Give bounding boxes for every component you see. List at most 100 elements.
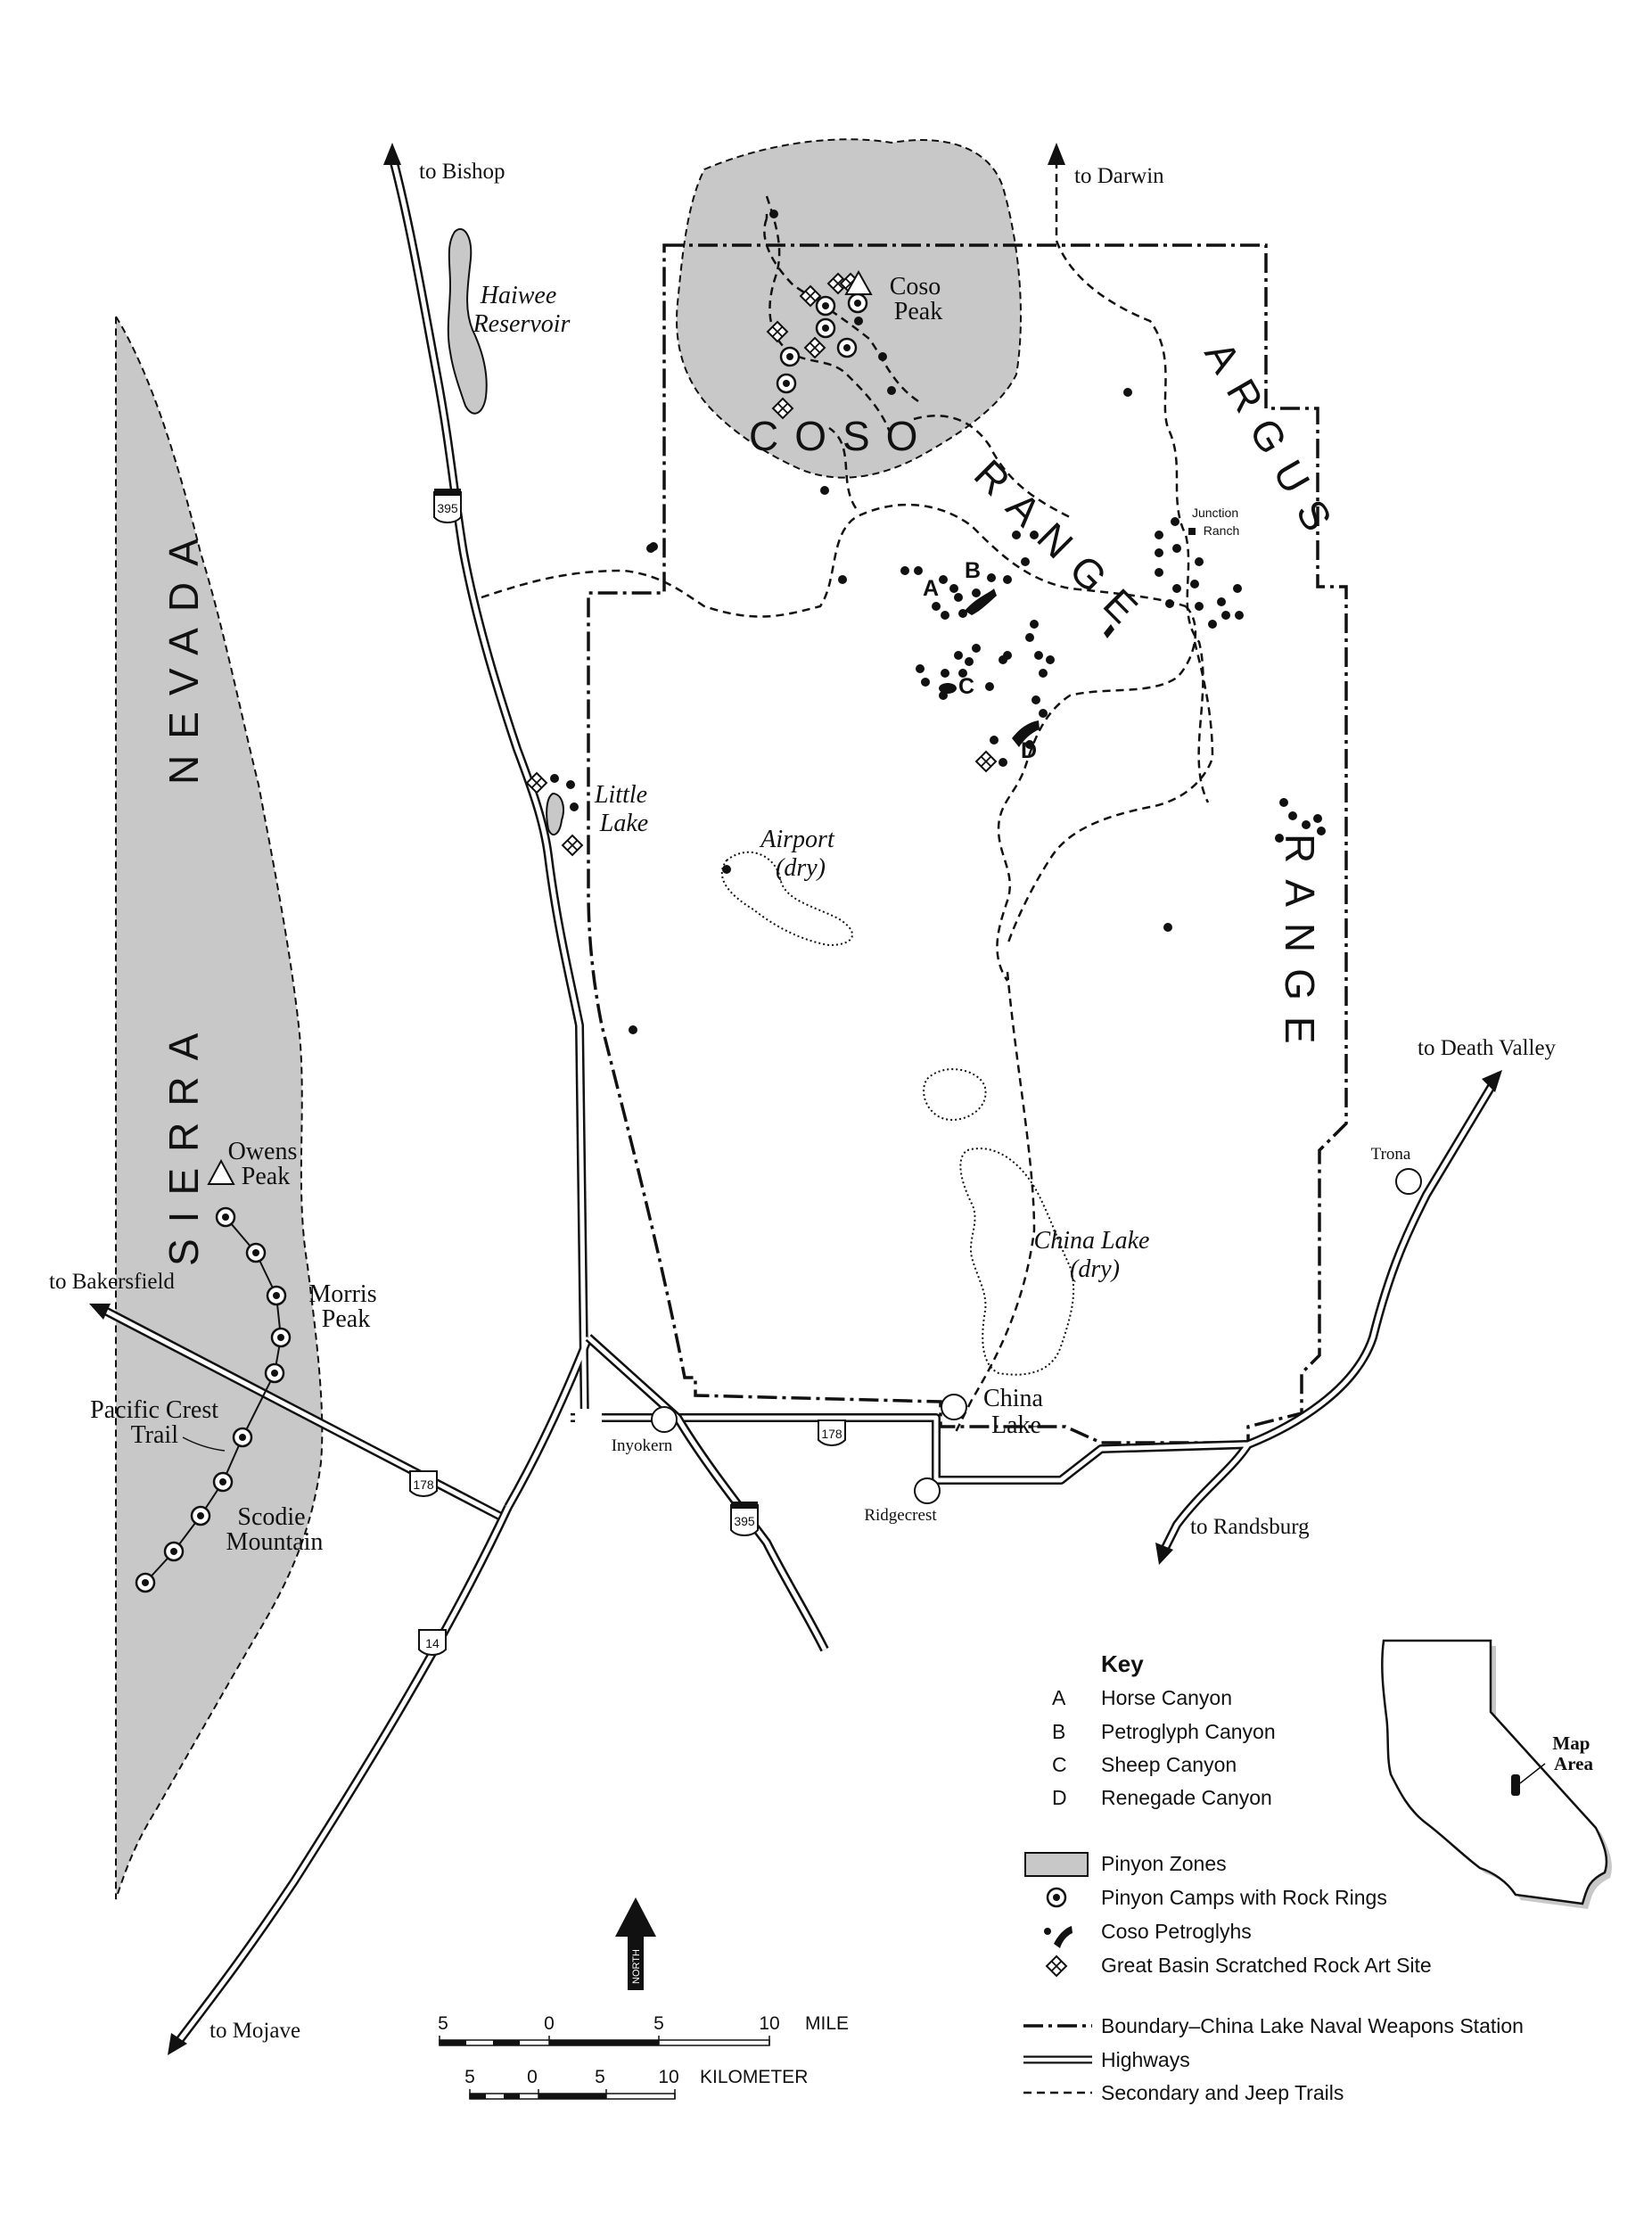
california-inset: Map Area	[1381, 1639, 1612, 1909]
region-coso: COSO	[749, 413, 933, 459]
dest-to-mojave: to Mojave	[210, 2019, 300, 2043]
scale-bar-miles: 5 0 5 10 MILE	[438, 2013, 849, 2046]
label-morris-peak: Morris Peak	[308, 1280, 382, 1333]
svg-text:5: 5	[464, 2067, 475, 2087]
junction-ranch-icon	[1188, 528, 1196, 535]
arrow-to-death-valley	[1482, 1070, 1502, 1092]
key-letter-b: B	[1052, 1720, 1065, 1743]
haiwee-reservoir	[447, 227, 488, 415]
label-little-lake: Little Lake	[594, 781, 653, 837]
region-argus-range: RANGE	[1277, 834, 1323, 1060]
china-lake-town-icon	[941, 1394, 967, 1420]
pacific-crest-trail	[144, 1216, 283, 1584]
shield-sr178-east: 178	[818, 1419, 846, 1446]
svg-text:395: 395	[734, 1514, 755, 1528]
shield-sr178-west: 178	[409, 1470, 438, 1497]
dest-to-bishop: to Bishop	[419, 160, 505, 184]
svg-text:5: 5	[653, 2013, 664, 2034]
label-pacific-crest-trail: Pacific Crest Trail	[90, 1396, 225, 1449]
svg-text:0: 0	[527, 2067, 538, 2087]
scale-unit-mile: MILE	[805, 2013, 849, 2034]
inset-label: Map Area	[1552, 1732, 1594, 1774]
pinyon-zone-swatch	[1024, 1852, 1089, 1877]
site-letter-b: B	[965, 558, 981, 583]
petroglyph-icon	[1044, 1926, 1073, 1948]
airport-dry-lake	[720, 851, 853, 947]
arrow-to-mojave	[168, 2033, 187, 2055]
darwin-trail	[1055, 160, 1210, 803]
svg-text:NORTH: NORTH	[631, 1949, 642, 1984]
key-letter-c: C	[1052, 1753, 1067, 1776]
site-letter-d: D	[1021, 738, 1037, 763]
label-airport: Airport (dry)	[759, 826, 840, 882]
site-letter-c: C	[958, 674, 974, 699]
dry-lakes	[720, 851, 1075, 1376]
svg-text:0: 0	[544, 2013, 555, 2034]
california-outline	[1381, 1639, 1608, 1905]
small-dry-lake	[923, 1068, 987, 1121]
ridgecrest-town-icon	[914, 1477, 941, 1504]
coso-peak-icon	[844, 269, 873, 295]
svg-text:178: 178	[821, 1427, 842, 1441]
label-coso-peak: Coso Peak	[890, 273, 948, 325]
map-key: Key A Horse Canyon B Petroglyph Canyon C…	[1023, 1650, 1524, 2104]
dest-to-randsburg: to Randsburg	[1190, 1515, 1310, 1539]
coso-pinyon-zone	[676, 138, 1022, 479]
svg-text:5: 5	[438, 2013, 448, 2034]
svg-text:395: 395	[437, 501, 458, 515]
key-coso-petroglyphs: Coso Petroglyhs	[1101, 1920, 1252, 1943]
scale-bar-kilometers: 5 0 5 10 KILOMETER	[464, 2067, 808, 2100]
svg-text:10: 10	[759, 2013, 779, 2034]
sierra-pinyon-zone	[115, 313, 324, 1900]
site-letters: A B C D	[923, 558, 1037, 763]
key-scratched-rock: Great Basin Scratched Rock Art Site	[1101, 1954, 1432, 1977]
scale-unit-kilometer: KILOMETER	[700, 2067, 808, 2087]
label-owens-peak: Owens Peak	[228, 1138, 304, 1190]
dest-to-death-valley: to Death Valley	[1418, 1036, 1557, 1060]
jeep-trails	[481, 195, 1214, 1436]
site-dots	[550, 210, 1326, 1034]
label-junction-ranch: Junction Ranch	[1192, 506, 1242, 538]
label-haiwee-reservoir: Haiwee Reservoir	[473, 282, 571, 338]
owens-peak-icon	[207, 1158, 235, 1185]
site-letter-a: A	[923, 576, 939, 601]
shield-us395-south: 395	[730, 1502, 759, 1536]
svg-text:10: 10	[658, 2067, 678, 2087]
petroglyph-marks	[939, 588, 1114, 747]
pinyon-camp-icon	[1046, 1887, 1067, 1908]
key-pinyon-camps: Pinyon Camps with Rock Rings	[1101, 1886, 1387, 1909]
key-letter-d: D	[1052, 1786, 1067, 1809]
shield-us395-north: 395	[433, 489, 462, 523]
arrow-to-randsburg	[1155, 1543, 1173, 1565]
label-scodie-mountain: Scodie Mountain	[226, 1503, 324, 1556]
key-title: Key	[1101, 1650, 1144, 1677]
label-inyokern: Inyokern	[612, 1436, 673, 1455]
inyokern-town-icon	[651, 1406, 678, 1433]
label-china-lake-dry: China Lake (dry)	[1034, 1227, 1156, 1283]
svg-text:5: 5	[595, 2067, 605, 2087]
trona-town-icon	[1395, 1168, 1422, 1195]
map-area-marker	[1511, 1774, 1520, 1796]
little-lake	[546, 792, 564, 836]
key-trails: Secondary and Jeep Trails	[1101, 2081, 1344, 2104]
key-highways: Highways	[1101, 2048, 1190, 2071]
label-china-lake-town: China Lake	[983, 1385, 1049, 1439]
pct-leader	[182, 1436, 226, 1452]
key-boundary: Boundary–China Lake Naval Weapons Statio…	[1101, 2014, 1524, 2037]
label-ridgecrest: Ridgecrest	[864, 1506, 937, 1525]
north-arrow: NORTH	[615, 1897, 656, 1990]
scratched-rock-icon	[1046, 1955, 1067, 1977]
dest-to-bakersfield: to Bakersfield	[49, 1270, 175, 1294]
arrow-to-darwin	[1048, 143, 1065, 165]
key-site-sheep-canyon: Sheep Canyon	[1101, 1753, 1237, 1776]
label-trona: Trona	[1371, 1145, 1411, 1164]
svg-text:178: 178	[413, 1477, 434, 1492]
shield-sr14: 14	[418, 1629, 447, 1656]
arrowheads	[89, 143, 1502, 2055]
key-pinyon-zones: Pinyon Zones	[1101, 1852, 1227, 1875]
region-nevada: NEVADA	[160, 523, 207, 785]
key-site-renegade-canyon: Renegade Canyon	[1101, 1786, 1272, 1809]
arrow-to-bakersfield	[89, 1304, 111, 1320]
china-lake-dry-lake	[959, 1148, 1075, 1376]
